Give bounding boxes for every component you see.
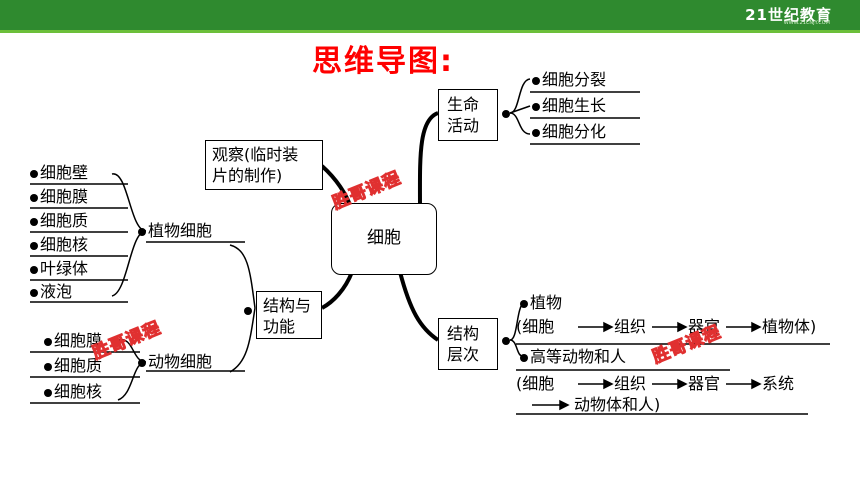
animal-chain-tissue: 组织 bbox=[614, 374, 647, 393]
bullet-icon bbox=[30, 265, 38, 274]
bullet-icon bbox=[30, 241, 38, 250]
plant-item-4: 细胞核 bbox=[30, 235, 88, 255]
bullet-icon bbox=[44, 337, 52, 346]
levels-line1: 结构 bbox=[447, 324, 480, 343]
bullet-icon bbox=[532, 102, 540, 111]
bullet-icon bbox=[520, 299, 528, 308]
bullet-icon bbox=[532, 76, 540, 85]
bullet-icon bbox=[44, 362, 52, 371]
animal-cell-label: 动物细胞 bbox=[138, 352, 212, 372]
animal-chain-system: 系统 bbox=[762, 374, 795, 393]
bullet-icon bbox=[44, 388, 52, 397]
structure-function-node: 结构与 功能 bbox=[256, 291, 322, 339]
bullet-icon bbox=[532, 128, 540, 137]
bullet-icon bbox=[138, 227, 146, 236]
life-item-3: 细胞分化 bbox=[532, 122, 606, 142]
bullet-icon bbox=[30, 169, 38, 178]
plant-chain-tissue: 组织 bbox=[614, 317, 647, 336]
header-bar bbox=[0, 0, 860, 30]
plant-chain-cell: (细胞 bbox=[516, 317, 555, 336]
bullet-icon bbox=[30, 193, 38, 202]
page-title: 思维导图: bbox=[312, 44, 454, 79]
center-label: 细胞 bbox=[367, 228, 401, 248]
logo-subtitle: WWW.21CNJY.COM bbox=[783, 20, 830, 26]
bullet-icon bbox=[30, 217, 38, 226]
animal-item-3: 细胞核 bbox=[44, 382, 102, 402]
observe-node: 观察(临时装 片的制作) bbox=[205, 140, 323, 190]
structure-function-line2: 功能 bbox=[263, 317, 296, 336]
animal-chain-end: 动物体和人) bbox=[574, 395, 661, 414]
life-activity-line1: 生命 bbox=[447, 95, 480, 114]
levels-node: 结构 层次 bbox=[438, 318, 498, 370]
plant-item-3: 细胞质 bbox=[30, 211, 88, 231]
animal-item-2: 细胞质 bbox=[44, 356, 102, 376]
animal-chain-organ: 器官 bbox=[688, 374, 721, 393]
levels-connector-dot bbox=[502, 337, 510, 345]
bullet-icon bbox=[520, 353, 528, 362]
levels-line2: 层次 bbox=[447, 345, 480, 364]
plant-chain-plant: 植物体) bbox=[762, 317, 817, 336]
center-node: 细胞 bbox=[331, 203, 437, 275]
structure-function-line1: 结构与 bbox=[263, 296, 312, 315]
observe-line2: 片的制作) bbox=[212, 166, 283, 185]
life-item-2: 细胞生长 bbox=[532, 96, 606, 116]
observe-line1: 观察(临时装 bbox=[212, 145, 299, 164]
bullet-icon bbox=[138, 358, 146, 367]
plant-chain-organ: 器官 bbox=[688, 317, 721, 336]
logo: 21世纪教育 bbox=[745, 6, 832, 24]
animal-chain-cell: (细胞 bbox=[516, 374, 555, 393]
plant-item-1: 细胞壁 bbox=[30, 163, 88, 183]
animal-item-1: 细胞膜 bbox=[44, 331, 102, 351]
life-item-1: 细胞分裂 bbox=[532, 70, 606, 90]
plant-item-2: 细胞膜 bbox=[30, 187, 88, 207]
plant-item-5: 叶绿体 bbox=[30, 259, 88, 279]
life-activity-line2: 活动 bbox=[447, 116, 480, 135]
life-activity-node: 生命 活动 bbox=[438, 89, 498, 141]
structure-function-connector-dot bbox=[244, 307, 252, 315]
levels-plant-label: 植物 bbox=[520, 293, 562, 313]
header-accent-line bbox=[0, 30, 860, 33]
life-activity-connector-dot bbox=[502, 110, 510, 118]
plant-cell-label: 植物细胞 bbox=[138, 221, 212, 241]
levels-animal-label: 高等动物和人 bbox=[520, 347, 626, 367]
bullet-icon bbox=[30, 288, 38, 297]
plant-item-6: 液泡 bbox=[30, 282, 72, 302]
